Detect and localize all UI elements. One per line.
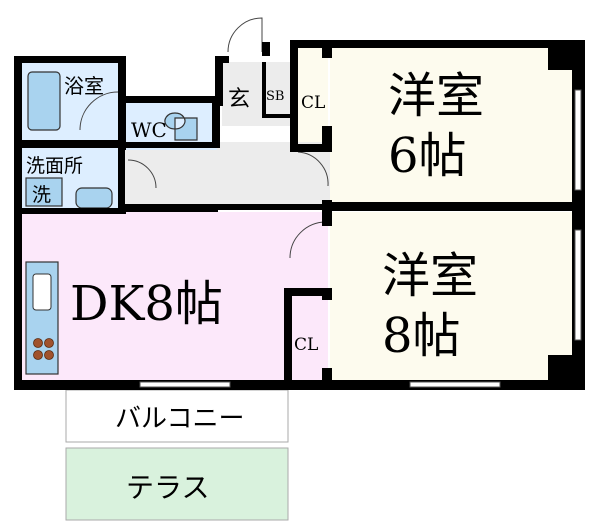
balcony-floor	[65, 389, 289, 443]
western-8-name: 洋室	[382, 248, 478, 304]
balcony-label: バルコニー	[115, 404, 244, 434]
entrance-label: 玄	[228, 87, 250, 112]
western-8-size: 8帖	[382, 308, 461, 364]
hallway-floor	[125, 142, 330, 204]
closet-lower-label: CL	[294, 335, 318, 355]
shoe-box-label: SB	[266, 89, 284, 104]
bath-door-swing	[79, 91, 119, 131]
stove-burners	[33, 338, 54, 360]
western-6-size: 6帖	[388, 128, 467, 184]
washroom-label: 洗面所	[26, 155, 83, 177]
dk-floor	[22, 212, 328, 380]
windows	[139, 89, 582, 388]
closet-upper-label: CL	[301, 93, 325, 113]
washer-box	[25, 177, 63, 207]
dk-label: DK8帖	[70, 276, 223, 332]
western-6-name: 洋室	[388, 68, 484, 124]
room6-door-swing	[297, 151, 329, 187]
washer-label: 洗	[32, 184, 51, 206]
toilet	[164, 112, 198, 141]
kitchen-sink	[32, 273, 52, 311]
terrace-label: テラス	[126, 471, 209, 504]
bathtub	[27, 71, 61, 131]
western-room-6-floor	[330, 48, 572, 204]
wc-label: WC	[131, 118, 167, 142]
western-room-8-floor	[330, 212, 572, 380]
wc-door-swing	[127, 159, 157, 189]
terrace-floor	[65, 447, 289, 521]
wash-basin	[75, 187, 113, 209]
entrance-door-swing	[227, 17, 263, 53]
bath-label: 浴室	[64, 74, 104, 98]
dk-door-swing	[289, 221, 327, 259]
